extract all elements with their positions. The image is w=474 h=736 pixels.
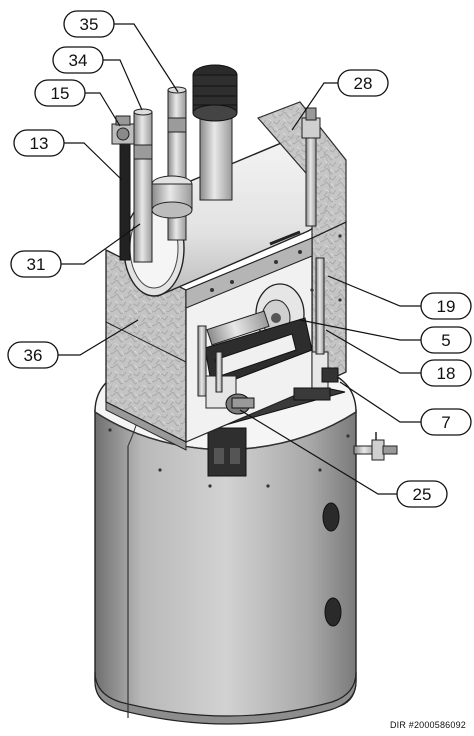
- callout-25: 25: [396, 480, 448, 508]
- relief-valve: [353, 432, 398, 461]
- callout-34-label: 34: [69, 51, 88, 70]
- callout-35-label: 35: [80, 15, 99, 34]
- callout-31-label: 31: [27, 255, 46, 274]
- callout-35: 35: [63, 10, 115, 38]
- callout-15: 15: [34, 79, 86, 107]
- callout-19: 19: [420, 292, 472, 320]
- pipe-34: [133, 111, 153, 263]
- callout-5-label: 5: [441, 331, 450, 350]
- callout-28-label: 28: [354, 74, 373, 93]
- leader-lines: [58, 23, 421, 495]
- callout-5: 5: [420, 326, 472, 354]
- pipe-13: [119, 141, 131, 261]
- callout-18: 18: [420, 359, 472, 387]
- inner-cavity: [185, 234, 342, 443]
- callout-19-label: 19: [437, 297, 456, 316]
- callout-13-label: 13: [30, 134, 49, 153]
- callout-7-label: 7: [441, 413, 450, 432]
- exhaust-pipe: [199, 109, 233, 201]
- callout-36: 36: [7, 341, 59, 369]
- right-vent-pipe: [301, 107, 321, 227]
- tank-port-upper: [322, 502, 340, 532]
- callout-34: 34: [52, 46, 104, 74]
- pressure-switch: [293, 351, 339, 401]
- callout-13: 13: [13, 129, 65, 157]
- callout-31: 31: [10, 250, 62, 278]
- tank-base-ring: [94, 671, 357, 725]
- tank-port-lower: [324, 597, 342, 627]
- front-shroud: [105, 401, 187, 451]
- callout-7: 7: [420, 408, 472, 436]
- vent-pipes: [111, 64, 238, 263]
- callout-36-label: 36: [24, 346, 43, 365]
- dir-number: DIR #2000586092: [389, 720, 466, 730]
- callout-25-label: 25: [413, 485, 432, 504]
- callout-28: 28: [337, 69, 389, 97]
- callout-18-label: 18: [437, 364, 456, 383]
- callout-15-label: 15: [51, 84, 70, 103]
- gas-valve-15: [111, 115, 135, 145]
